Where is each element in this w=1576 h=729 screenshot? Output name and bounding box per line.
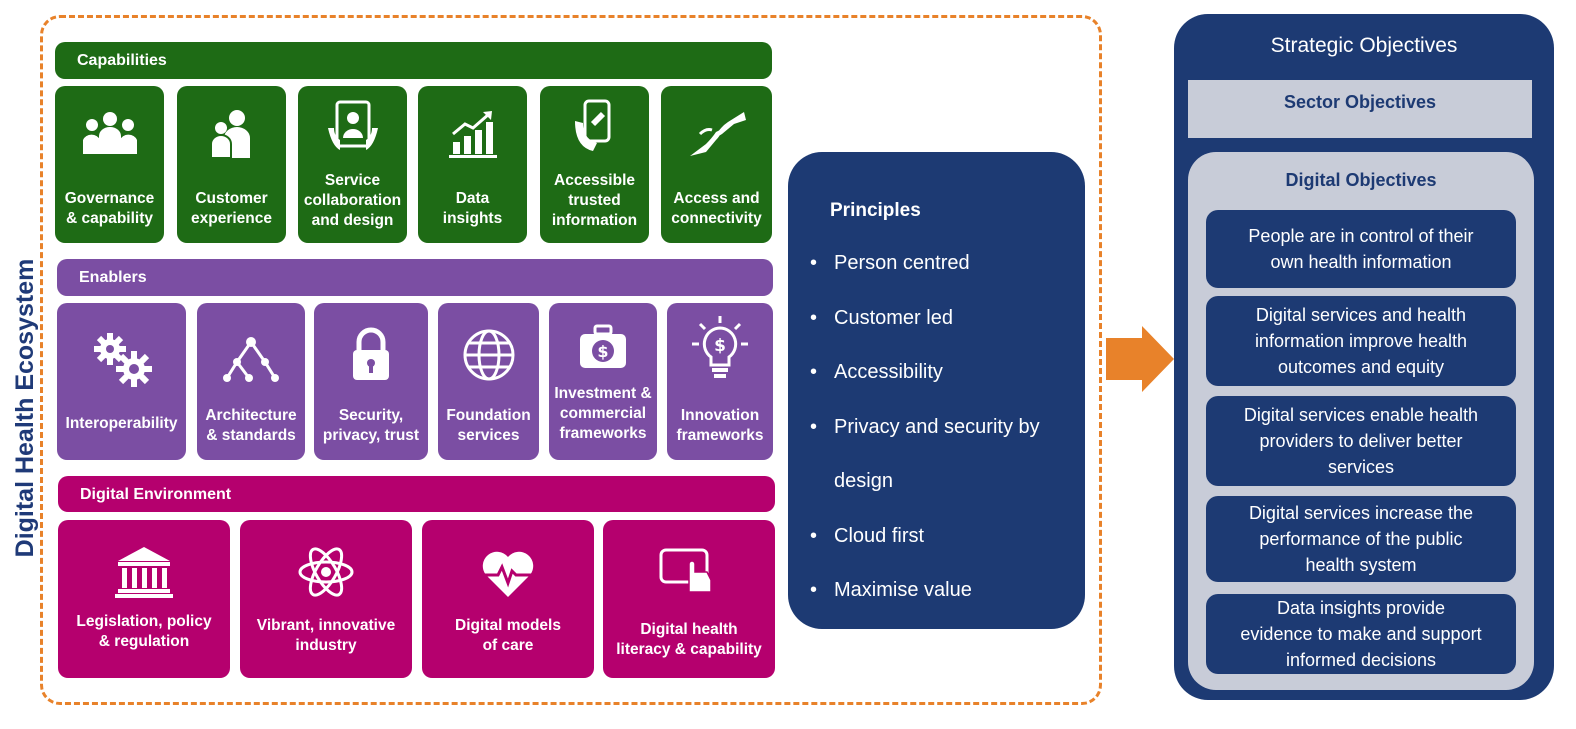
money-briefcase-icon: $ [549, 317, 657, 377]
strategic-objectives-title: Strategic Objectives [1270, 34, 1458, 57]
capability-tile-customer-experience: Customer experience [177, 86, 286, 243]
principles-panel: Principles Person centred Customer led A… [788, 152, 1085, 629]
enabler-tile-foundation-services: Foundation services [438, 303, 539, 460]
enabler-tile-interoperability: Interoperability [57, 303, 186, 460]
tile-label: Digital models of care [455, 617, 561, 654]
environment-tile-models-of-care: Digital models of care [422, 520, 594, 678]
principles-list: Person centred Customer led Accessibilit… [810, 236, 1070, 618]
capability-tile-access-connectivity: Access and connectivity [661, 86, 772, 243]
tile-label: Digital health literacy & capability [616, 621, 762, 658]
tile-label: Access and connectivity [671, 190, 762, 227]
capability-tile-accessible-information: Accessible trusted information [540, 86, 649, 243]
arrow-right-icon [1106, 326, 1174, 392]
tile-label: Governance & capability [64, 190, 155, 227]
enabler-tile-investment: $ Investment & commercial frameworks [549, 303, 657, 460]
parliament-building-icon [58, 542, 230, 602]
enabler-tile-architecture: Architecture & standards [197, 303, 305, 460]
capabilities-connectors [55, 79, 772, 86]
tile-label: Interoperability [65, 415, 178, 432]
enabler-tile-innovation: $ Innovation frameworks [667, 303, 773, 460]
gears-icon [57, 329, 186, 389]
svg-text:$: $ [714, 336, 726, 356]
ecosystem-label: Digital Health Ecosystem [11, 258, 39, 558]
digital-objectives-box: Digital Objectives People are in control… [1188, 152, 1534, 690]
svg-text:$: $ [597, 342, 608, 361]
principle-item: Accessibility [810, 345, 1070, 400]
tile-label: Accessible trusted information [551, 172, 638, 229]
principles-title: Principles [830, 200, 921, 221]
principle-item: Customer led [810, 291, 1070, 346]
principle-item: Privacy and security by [810, 400, 1070, 455]
capabilities-bar: Capabilities [55, 42, 772, 79]
capability-tile-data-insights: Data insights [418, 86, 527, 243]
environment-tile-health-literacy: Digital health literacy & capability [603, 520, 775, 678]
principle-item-continued: design [834, 470, 893, 492]
objective-item: Digital services increase the performanc… [1206, 496, 1516, 582]
tile-label: Foundation services [446, 407, 531, 444]
tile-label: Customer experience [191, 190, 272, 227]
ecosystem-frame [40, 15, 1102, 705]
objective-item: People are in control of their own healt… [1206, 210, 1516, 288]
globe-icon [438, 325, 539, 385]
heart-pulse-icon [422, 544, 594, 604]
tile-label: Innovation frameworks [676, 407, 764, 444]
capability-tile-governance: Governance & capability [55, 86, 164, 243]
tile-label: Architecture & standards [205, 407, 297, 444]
environment-connectors [58, 512, 775, 520]
tablet-person-icon [298, 96, 407, 156]
principle-item: Cloud first [810, 509, 1070, 564]
sector-objectives-box: Sector Objectives [1188, 80, 1532, 138]
padlock-icon [314, 325, 428, 385]
customer-icon [177, 104, 286, 164]
objective-item: Data insights provide evidence to make a… [1206, 594, 1516, 674]
phone-in-hand-icon [540, 96, 649, 156]
tile-label: Security, privacy, trust [322, 407, 420, 444]
people-group-icon [55, 104, 164, 164]
enablers-title: Enablers [79, 269, 147, 286]
lightbulb-dollar-icon: $ [667, 316, 773, 378]
strategic-objectives-panel: Strategic Objectives Sector Objectives D… [1174, 14, 1554, 700]
tile-label: Vibrant, innovative industry [256, 617, 396, 654]
environment-tile-legislation: Legislation, policy & regulation [58, 520, 230, 678]
environment-title: Digital Environment [80, 486, 232, 503]
capability-tile-service-collaboration: Service collaboration and design [298, 86, 407, 243]
atom-icon [240, 542, 412, 602]
principle-item: Person centred [810, 236, 1070, 291]
enabler-tile-security: Security, privacy, trust [314, 303, 428, 460]
tile-label: Investment & commercial frameworks [554, 385, 652, 442]
bar-chart-icon [418, 104, 527, 164]
tile-label: Service collaboration and design [303, 172, 402, 229]
tablet-touch-icon [603, 536, 775, 596]
network-nodes-icon [197, 329, 305, 389]
capabilities-title: Capabilities [77, 52, 167, 69]
reaching-hands-icon [661, 104, 772, 164]
enablers-bar: Enablers [57, 259, 773, 296]
digital-objectives-title: Digital Objectives [1285, 170, 1437, 190]
enablers-connectors [57, 296, 773, 303]
environment-tile-industry: Vibrant, innovative industry [240, 520, 412, 678]
tile-label: Legislation, policy & regulation [76, 613, 212, 650]
tile-label: Data insights [442, 190, 503, 227]
objective-item: Digital services enable health providers… [1206, 396, 1516, 486]
objective-item: Digital services and health information … [1206, 296, 1516, 386]
environment-bar: Digital Environment [58, 476, 775, 512]
principle-item: Maximise value [810, 563, 1070, 618]
